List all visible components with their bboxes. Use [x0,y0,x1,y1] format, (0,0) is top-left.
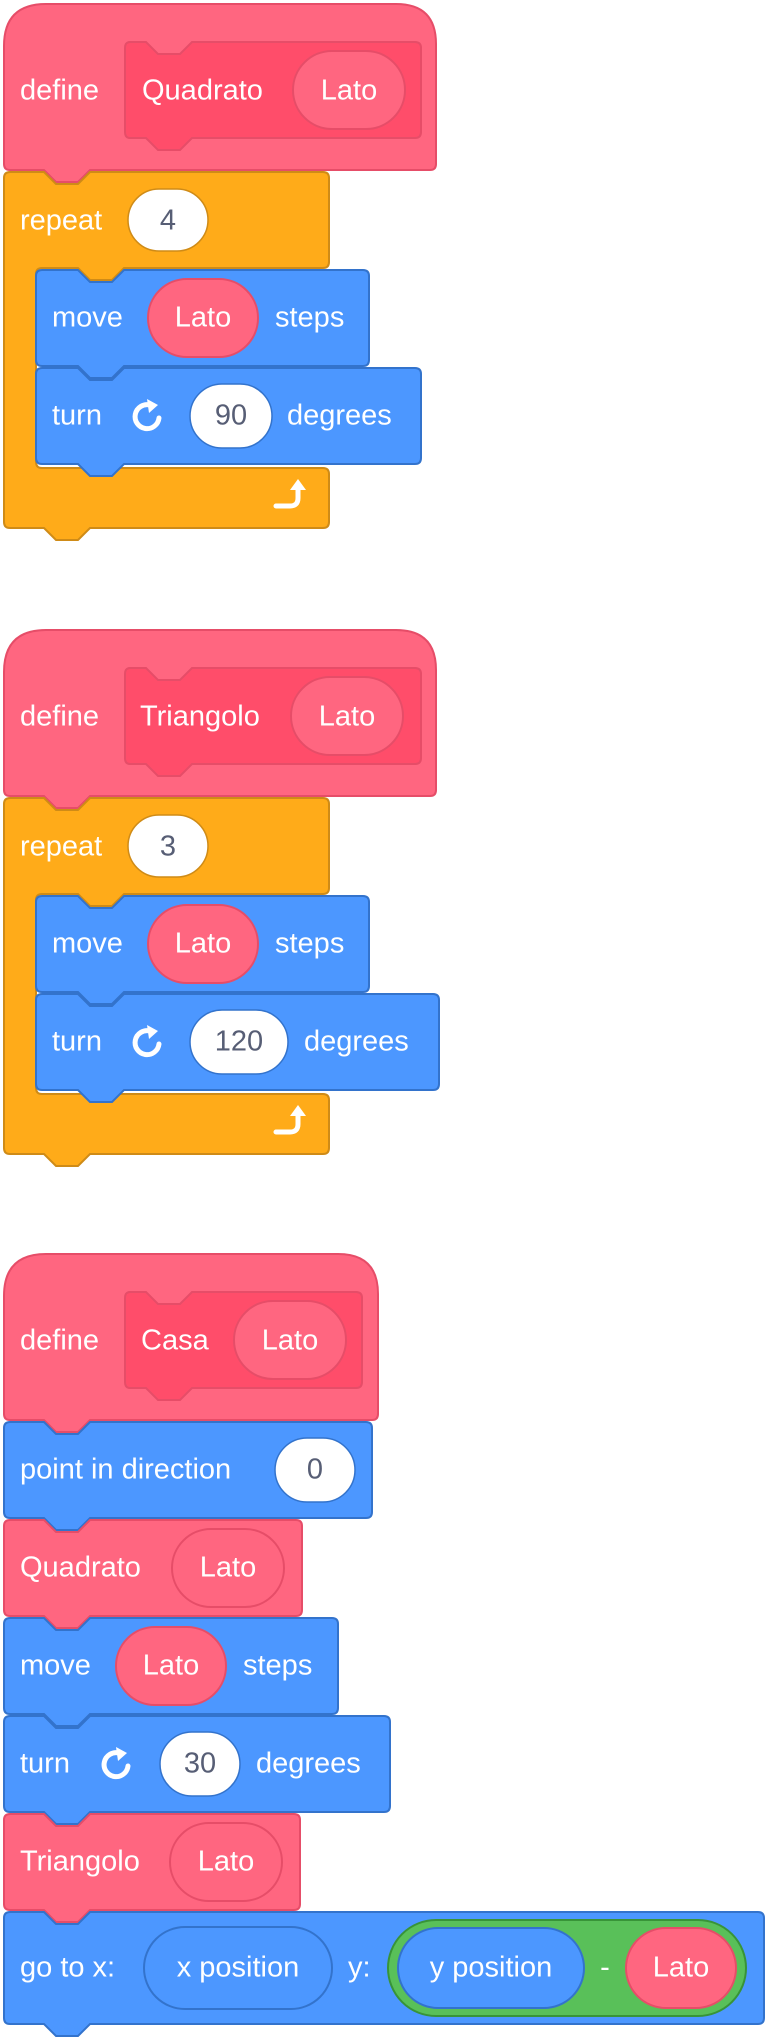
minus-label: - [600,1951,610,1984]
repeat-arrow-icon [273,479,306,509]
point-in-direction-label: point in direction [20,1453,232,1486]
move-arg-reporter[interactable] [147,904,259,984]
move-arg-reporter[interactable] [115,1626,227,1706]
move-arg: Lato [174,301,232,334]
minus-right-arg: Lato [652,1951,710,1984]
turn-value[interactable]: 30 [183,1747,217,1780]
turn-label: turn [20,1747,70,1780]
x-position-label: x position [176,1951,300,1984]
call2-arg-reporter[interactable] [169,1822,283,1902]
rotate-right-icon [132,1025,162,1058]
param-reporter[interactable] [292,50,406,130]
param-label: Lato [318,700,376,733]
steps-label: steps [275,301,345,334]
repeat-count[interactable]: 3 [159,830,177,863]
script-triangolo[interactable] [3,629,440,1167]
script-quadrato[interactable] [3,3,437,541]
rotate-right-icon [101,1747,131,1780]
turn-label: turn [52,399,102,432]
steps-label: steps [243,1649,313,1682]
turn-value-input[interactable] [189,1009,289,1075]
param-reporter[interactable] [233,1300,347,1380]
repeat-label: repeat [20,204,103,237]
define-label: define [20,1324,100,1357]
call1-arg: Lato [199,1551,257,1584]
degrees-label: degrees [287,399,392,432]
turn-value-input[interactable] [159,1731,241,1797]
steps-label: steps [275,927,345,960]
call1-arg-reporter[interactable] [171,1528,285,1608]
call1-name: Quadrato [20,1551,141,1584]
param-label: Lato [320,74,378,107]
y-position-label: y position [429,1951,553,1984]
rotate-right-icon [132,399,162,432]
minus-right-reporter[interactable] [625,1927,737,2009]
move-label: move [52,927,123,960]
repeat-arrow-icon [273,1105,306,1135]
repeat-count[interactable]: 4 [159,204,177,237]
define-label: define [20,700,100,733]
call2-arg: Lato [197,1845,255,1878]
param-label: Lato [261,1324,319,1357]
degrees-label: degrees [304,1025,409,1058]
y-position-reporter[interactable] [397,1927,585,2009]
degrees-label: degrees [256,1747,361,1780]
turn-label: turn [52,1025,102,1058]
repeat-label: repeat [20,830,103,863]
repeat-count-input[interactable] [127,814,209,878]
param-reporter[interactable] [290,676,404,756]
go-to-x-label: go to x: [20,1951,116,1984]
go-to-y-label: y: [348,1951,371,1984]
point-in-direction-block[interactable] [3,1421,373,1531]
move-label: move [20,1649,91,1682]
script-casa[interactable] [3,1253,765,2037]
repeat-count-input[interactable] [127,188,209,252]
move-label: move [52,301,123,334]
turn-value-input[interactable] [189,383,273,449]
direction-input[interactable] [274,1437,356,1503]
procedure-name: Triangolo [140,700,260,733]
move-arg-reporter[interactable] [147,278,259,358]
turn-value[interactable]: 120 [214,1025,264,1058]
procedure-name: Casa [141,1324,209,1357]
x-position-reporter[interactable] [143,1926,333,2010]
turn-value[interactable]: 90 [214,399,248,432]
move-arg: Lato [142,1649,200,1682]
call2-name: Triangolo [20,1845,140,1878]
move-arg: Lato [174,927,232,960]
procedure-name: Quadrato [142,74,263,107]
direction-value[interactable]: 0 [306,1453,324,1486]
define-label: define [20,74,100,107]
